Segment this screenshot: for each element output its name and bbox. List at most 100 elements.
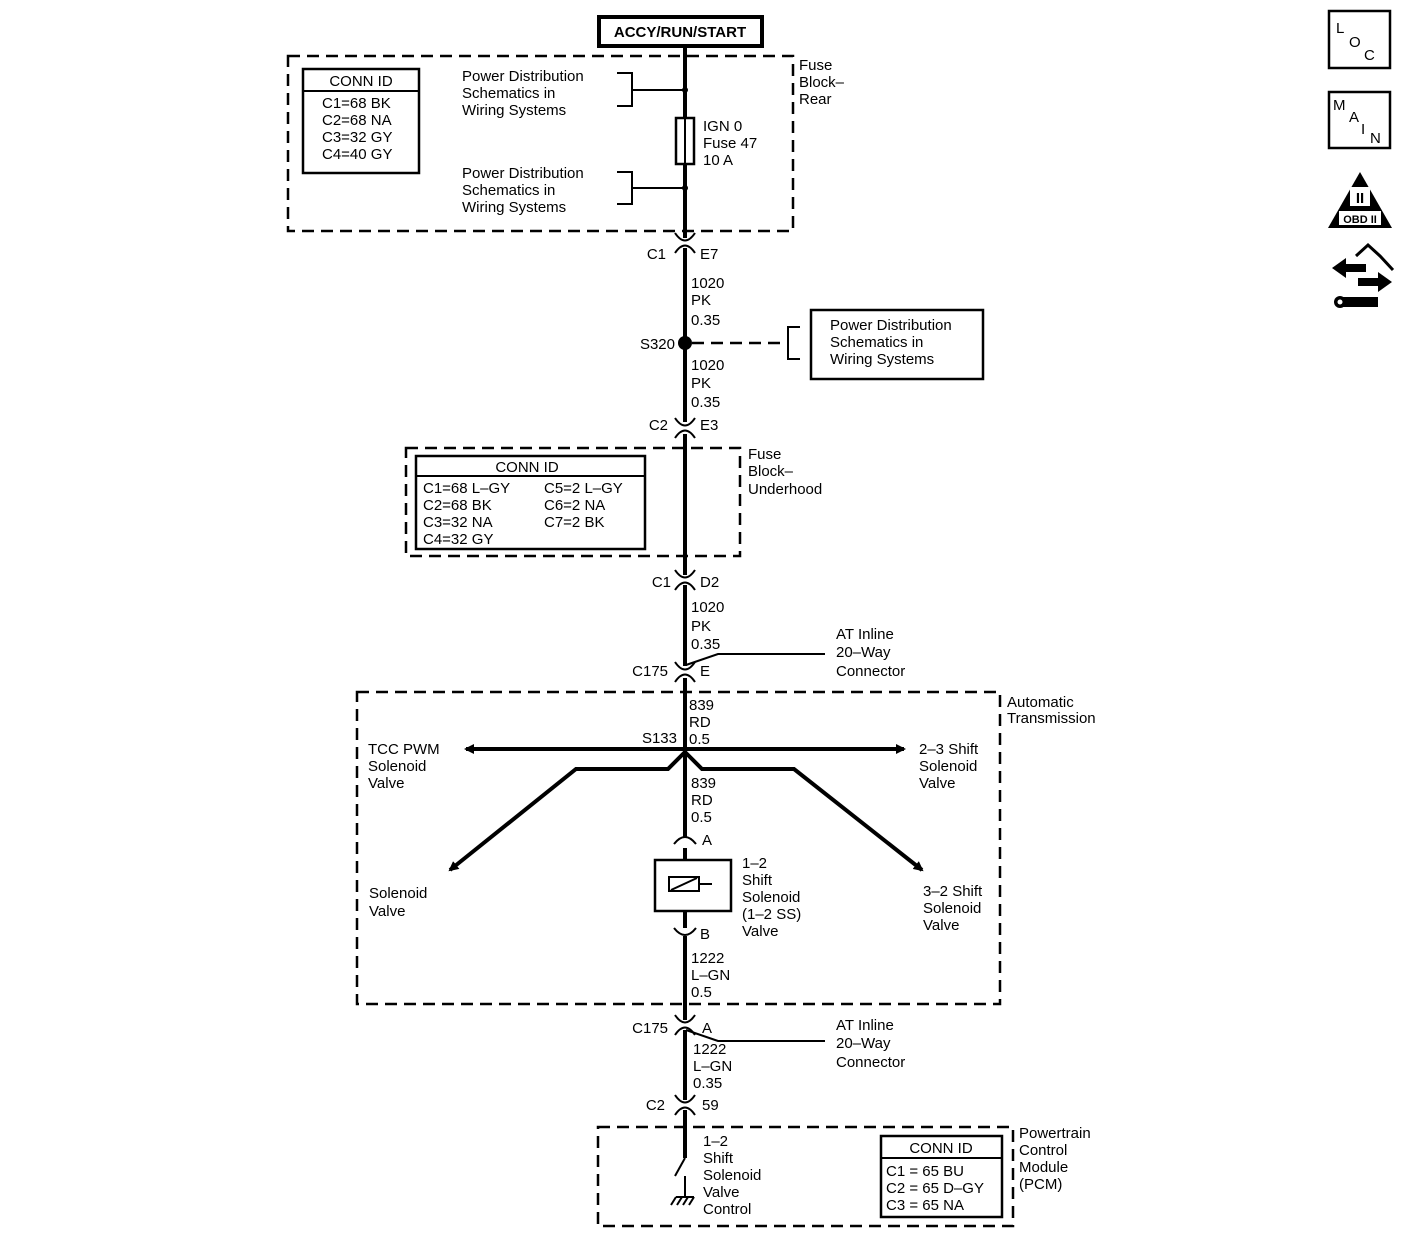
svg-text:1–2: 1–2 (742, 855, 767, 872)
svg-text:Valve: Valve (703, 1184, 739, 1201)
svg-text:II: II (1356, 190, 1364, 207)
svg-text:Underhood: Underhood (748, 481, 822, 498)
fuse-block-underhood: Fuse Block– Underhood CONN ID C1=68 L–GY… (404, 446, 822, 558)
svg-text:C6=2 NA: C6=2 NA (544, 497, 605, 514)
svg-text:Schematics in: Schematics in (830, 334, 923, 351)
svg-text:Shift: Shift (742, 872, 773, 889)
svg-text:M: M (1333, 97, 1346, 114)
power-source-box: ACCY/RUN/START (597, 15, 764, 48)
svg-text:C1 = 65 BU: C1 = 65 BU (886, 1163, 964, 1180)
svg-text:S320: S320 (640, 336, 675, 353)
svg-text:10 A: 10 A (703, 152, 733, 169)
terminal-a: A (673, 832, 712, 849)
automatic-transmission: Automatic Transmission 839 RD 0.5 S133 T… (355, 690, 1096, 1006)
svg-text:C2 = 65 D–GY: C2 = 65 D–GY (886, 1180, 984, 1197)
svg-text:RD: RD (689, 714, 711, 731)
svg-text:839: 839 (691, 775, 716, 792)
svg-text:PK: PK (691, 375, 711, 392)
connector-c175-bottom: C175 A AT Inline 20–Way Connector (632, 1014, 905, 1071)
svg-text:Block–: Block– (748, 463, 794, 480)
svg-text:Shift: Shift (703, 1150, 734, 1167)
main-icon[interactable]: M A I N (1327, 90, 1392, 150)
wire-label-1020-b: 1020 PK 0.35 (691, 357, 724, 411)
svg-text:0.35: 0.35 (691, 312, 720, 329)
svg-text:2–3 Shift: 2–3 Shift (919, 741, 979, 758)
svg-text:OBD II: OBD II (1343, 214, 1377, 226)
svg-text:N: N (1370, 130, 1381, 147)
svg-text:1020: 1020 (691, 599, 724, 616)
svg-text:C1: C1 (652, 574, 671, 591)
shift-solenoid-control-switch: 1–2 Shift Solenoid Valve Control (670, 1133, 761, 1218)
svg-text:839: 839 (689, 697, 714, 714)
svg-text:E: E (700, 663, 710, 680)
svg-text:1222: 1222 (693, 1041, 726, 1058)
svg-text:L–GN: L–GN (693, 1058, 732, 1075)
svg-text:0.5: 0.5 (691, 809, 712, 826)
svg-text:20–Way: 20–Way (836, 644, 891, 661)
svg-text:Fuse: Fuse (748, 446, 781, 463)
power-source-label: ACCY/RUN/START (614, 24, 746, 41)
tcc-pwm-solenoid-label: TCC PWM Solenoid Valve (368, 741, 440, 792)
svg-text:Control: Control (1019, 1142, 1067, 1159)
wire-label-1222-b: 1222 L–GN 0.35 (693, 1041, 732, 1092)
obd-ii-icon[interactable]: II OBD II (1328, 172, 1392, 228)
svg-text:AT Inline: AT Inline (836, 1017, 894, 1034)
svg-text:Control: Control (703, 1201, 751, 1218)
svg-text:1222: 1222 (691, 950, 724, 967)
fuse-block-rear-title-3: Rear (799, 91, 832, 108)
splice-s320: S320 Power Distribution Schematics in Wi… (640, 308, 985, 381)
svg-text:0.35: 0.35 (693, 1075, 722, 1092)
svg-text:E7: E7 (700, 246, 718, 263)
svg-text:0.35: 0.35 (691, 636, 720, 653)
wire-label-839-a: 839 RD 0.5 (689, 697, 714, 748)
svg-text:C7=2 BK: C7=2 BK (544, 514, 604, 531)
svg-text:Solenoid: Solenoid (742, 889, 800, 906)
fuse-47: IGN 0 Fuse 47 10 A (674, 116, 757, 169)
diagnostic-flow-icon[interactable] (1332, 242, 1395, 308)
solenoid-valve-label: Solenoid Valve (369, 885, 427, 920)
svg-text:Powertrain: Powertrain (1019, 1125, 1091, 1142)
shift-32-solenoid-label: 3–2 Shift Solenoid Valve (923, 883, 983, 934)
conn-id-table-pcm: CONN ID C1 = 65 BU C2 = 65 D–GY C3 = 65 … (879, 1134, 1004, 1219)
conn-id-heading: CONN ID (329, 73, 393, 90)
svg-text:Schematics in: Schematics in (462, 85, 555, 102)
branch-wires (448, 744, 924, 872)
svg-text:C175: C175 (632, 663, 668, 680)
svg-text:B: B (700, 926, 710, 943)
svg-text:Fuse 47: Fuse 47 (703, 135, 757, 152)
svg-text:Valve: Valve (369, 903, 405, 920)
svg-text:A: A (1349, 109, 1359, 126)
svg-text:RD: RD (691, 792, 713, 809)
svg-text:0.35: 0.35 (691, 394, 720, 411)
conn-id-row: C3=32 GY (322, 129, 392, 146)
wire-label-1020-a: 1020 PK 0.35 (691, 275, 724, 329)
svg-text:Power Distribution: Power Distribution (830, 317, 952, 334)
svg-text:E3: E3 (700, 417, 718, 434)
connector-c2-e3: C2 E3 (649, 417, 718, 439)
svg-text:Solenoid: Solenoid (369, 885, 427, 902)
shift-solenoid-12: 1–2 Shift Solenoid (1–2 SS) Valve (653, 855, 801, 940)
fuse-block-rear-title-1: Fuse (799, 57, 832, 74)
svg-text:D2: D2 (700, 574, 719, 591)
power-distribution-ref-bottom: Power Distribution Schematics in Wiring … (462, 165, 688, 216)
svg-text:C2=68 BK: C2=68 BK (423, 497, 492, 514)
svg-text:Power Distribution: Power Distribution (462, 165, 584, 182)
svg-text:Wiring Systems: Wiring Systems (462, 199, 566, 216)
svg-text:A: A (702, 1020, 712, 1037)
svg-text:Solenoid: Solenoid (703, 1167, 761, 1184)
svg-text:C2: C2 (646, 1097, 665, 1114)
svg-text:O: O (1349, 34, 1361, 51)
svg-text:A: A (702, 832, 712, 849)
wire-label-1020-c: 1020 PK 0.35 (691, 599, 724, 653)
svg-text:TCC PWM: TCC PWM (368, 741, 440, 758)
conn-id-row: C1=68 BK (322, 95, 391, 112)
svg-text:Valve: Valve (923, 917, 959, 934)
svg-text:L–GN: L–GN (691, 967, 730, 984)
svg-text:Wiring Systems: Wiring Systems (830, 351, 934, 368)
conn-id-table-rear: CONN ID C1=68 BK C2=68 NA C3=32 GY C4=40… (301, 67, 421, 175)
svg-text:C1=68 L–GY: C1=68 L–GY (423, 480, 510, 497)
svg-text:59: 59 (702, 1097, 719, 1114)
svg-text:C3 = 65 NA: C3 = 65 NA (886, 1197, 964, 1214)
svg-text:(1–2 SS): (1–2 SS) (742, 906, 801, 923)
loc-icon[interactable]: L O C (1327, 9, 1392, 70)
